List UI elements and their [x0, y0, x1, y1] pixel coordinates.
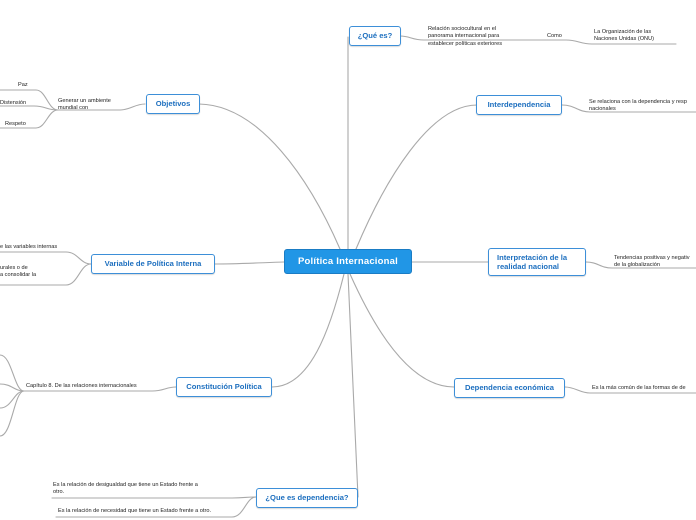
objetivo-distension: Distensión [0, 100, 27, 106]
onu-label: La Organización de las Naciones Unidas (… [594, 29, 654, 43]
que-es-description: Relación sociocultural en el panorama in… [428, 26, 502, 47]
objetivo-respeto: Respeto [5, 121, 26, 127]
central-topic[interactable]: Política Internacional [284, 249, 412, 274]
interpretacion-description: Tendencias positivas y negativ de la glo… [614, 255, 690, 269]
dependencia-economica-description: Es la más común de las formas de de [592, 385, 686, 391]
topic-objetivos[interactable]: Objetivos [146, 94, 200, 114]
dependencia-definition-2: Es la relación de necesidad que tiene un… [58, 508, 211, 514]
topic-variable-politica-interna[interactable]: Variable de Política Interna [91, 254, 215, 274]
topic-interpretacion-realidad-nacional[interactable]: Interpretación de la realidad nacional [488, 248, 586, 276]
dependencia-definition-1: Es la relación de desigualdad que tiene … [53, 482, 198, 496]
variable-detail-1: e las variables internas [0, 244, 58, 250]
como-label: Como [547, 33, 562, 39]
topic-que-es-dependencia[interactable]: ¿Que es dependencia? [256, 488, 358, 508]
topic-interdependencia[interactable]: Interdependencia [476, 95, 562, 115]
interdependencia-description: Se relaciona con la dependencia y resp n… [589, 99, 687, 113]
topic-dependencia-economica[interactable]: Dependencia económica [454, 378, 565, 398]
topic-que-es[interactable]: ¿Qué es? [349, 26, 401, 46]
objetivos-description: Generar un ambiente mundial con [58, 98, 111, 112]
variable-detail-2: urales o de a consolidar la [0, 265, 37, 279]
topic-constitucion-politica[interactable]: Constitución Política [176, 377, 272, 397]
constitucion-description: Capítulo 8. De las relaciones internacio… [26, 383, 137, 389]
objetivo-paz: Paz [18, 82, 28, 88]
